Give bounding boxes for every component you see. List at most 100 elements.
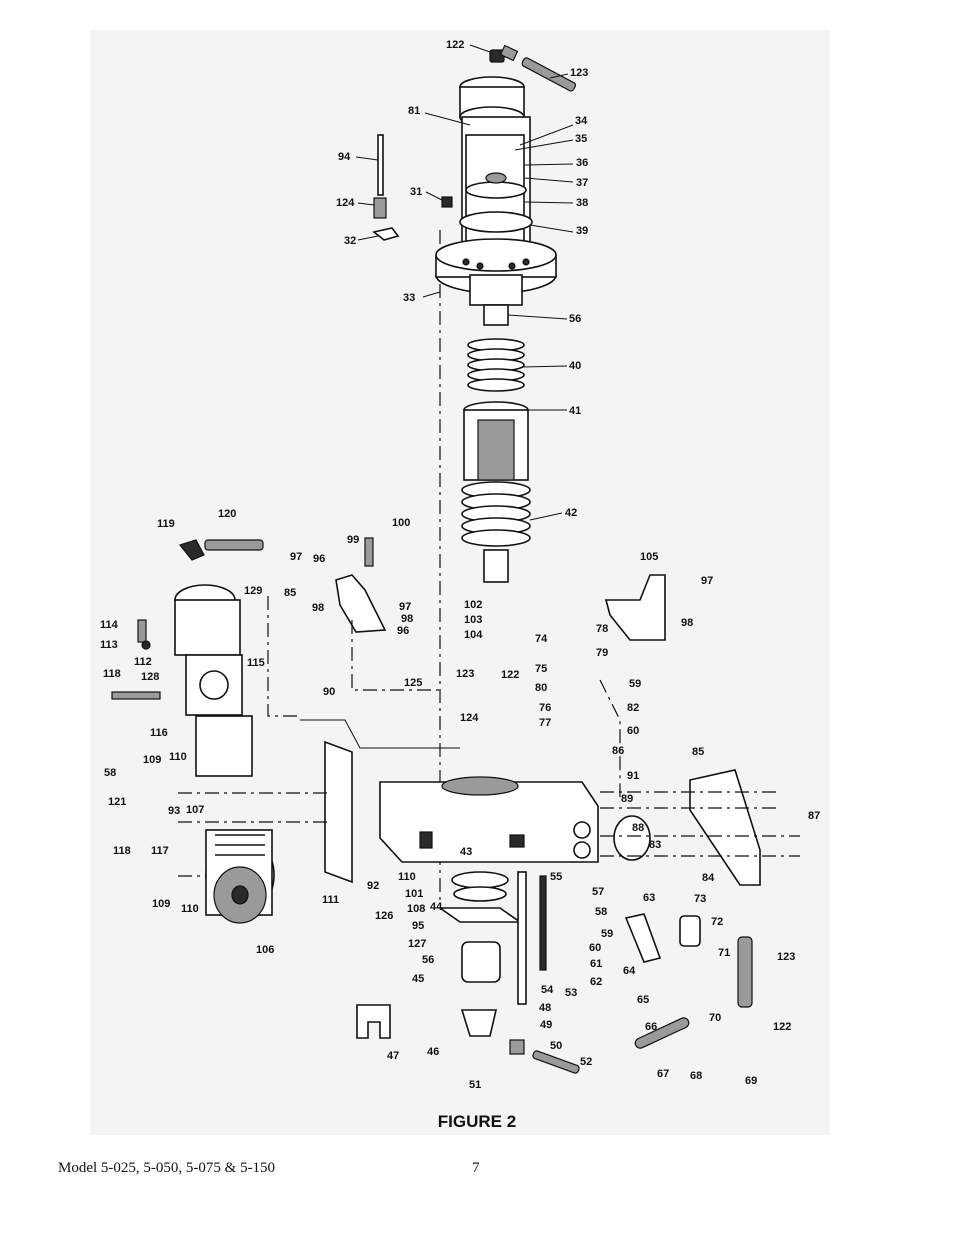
part-84-guard [689, 769, 761, 886]
callout-101: 101 [405, 888, 423, 900]
callout-119: 119 [157, 518, 175, 530]
callout-45: 45 [412, 973, 424, 985]
callout-118-b: 118 [113, 845, 131, 857]
callout-126: 126 [375, 910, 393, 922]
callout-58-a: 58 [104, 767, 116, 779]
callout-115: 115 [247, 657, 265, 669]
callout-81: 81 [408, 105, 420, 117]
callout-50: 50 [550, 1040, 562, 1052]
part-90-rod [300, 719, 460, 749]
callout-43: 43 [460, 846, 472, 858]
callout-122-top: 122 [446, 39, 464, 51]
callout-34: 34 [575, 115, 588, 127]
part-124-top-fitting [373, 197, 387, 219]
callout-38: 38 [576, 197, 588, 209]
callout-35: 35 [575, 133, 587, 145]
callout-40: 40 [569, 360, 581, 372]
callout-124-mid: 124 [460, 712, 479, 724]
part-44-bearing [453, 886, 507, 902]
callout-57: 57 [592, 886, 604, 898]
callout-60-b: 60 [589, 942, 601, 954]
callout-79: 79 [596, 647, 608, 659]
callout-124-top: 124 [336, 197, 355, 209]
callout-31: 31 [410, 186, 422, 198]
callout-89: 89 [621, 793, 633, 805]
part-83-knob [613, 815, 651, 861]
callout-102: 102 [464, 599, 482, 611]
part-108-ring [451, 871, 509, 889]
callout-68: 68 [690, 1070, 702, 1082]
callout-99: 99 [347, 534, 359, 546]
callout-49: 49 [540, 1019, 552, 1031]
callout-91: 91 [627, 770, 639, 782]
callout-46: 46 [427, 1046, 439, 1058]
callout-84: 84 [702, 872, 715, 884]
part-120-rod [204, 539, 264, 551]
footer-model-text: Model 5-025, 5-050, 5-075 & 5-150 [58, 1160, 276, 1176]
callout-97-c: 97 [399, 601, 411, 613]
part-72-knob [679, 915, 701, 947]
callout-85-b: 85 [692, 746, 704, 758]
callout-122-low: 122 [773, 1021, 791, 1033]
callout-97-a: 97 [290, 551, 302, 563]
callout-110-b: 110 [398, 871, 416, 883]
part-54-rack [539, 875, 547, 971]
callout-54: 54 [541, 984, 554, 996]
callout-106: 106 [256, 944, 274, 956]
part-123-top-rod [521, 57, 577, 92]
part-31-nut [441, 196, 453, 208]
callout-32: 32 [344, 235, 356, 247]
callout-52: 52 [580, 1056, 592, 1068]
callout-73: 73 [694, 893, 706, 905]
callout-128: 128 [141, 671, 159, 683]
part-64-screw [624, 913, 662, 963]
callout-111: 111 [322, 894, 339, 906]
callout-36: 36 [576, 157, 588, 169]
callout-100: 100 [392, 517, 410, 529]
callout-97-b: 97 [701, 575, 713, 587]
dashed-line-2 [351, 620, 440, 691]
callout-109-b: 109 [152, 898, 170, 910]
callout-62: 62 [590, 976, 602, 988]
callout-110-a: 110 [169, 751, 187, 763]
part-41-spring-housing [463, 401, 529, 481]
callout-125: 125 [404, 677, 422, 689]
part-113-washer [141, 640, 151, 650]
main-housing [379, 776, 599, 863]
callout-96-a: 96 [313, 553, 325, 565]
callout-33: 33 [403, 292, 415, 304]
callout-109-a: 109 [143, 754, 161, 766]
callout-56-low: 56 [422, 954, 434, 966]
figure-caption: FIGURE 2 [437, 1112, 517, 1131]
callout-112: 112 [134, 656, 152, 668]
callout-70: 70 [709, 1012, 721, 1024]
callout-58-b: 58 [595, 906, 607, 918]
callout-77: 77 [539, 717, 551, 729]
part-122-top-fitting [489, 44, 519, 63]
figure-panel [90, 30, 830, 1135]
callout-98-a: 98 [312, 602, 324, 614]
callout-59-a: 59 [629, 678, 641, 690]
callout-39: 39 [576, 225, 588, 237]
part-46-punch [460, 1009, 498, 1037]
part-50-block [509, 1039, 525, 1055]
callout-42: 42 [565, 507, 577, 519]
callout-108: 108 [407, 903, 425, 915]
callout-51: 51 [469, 1079, 481, 1091]
callout-67: 67 [657, 1068, 669, 1080]
part-52-handle [532, 1050, 580, 1074]
callout-114: 114 [100, 619, 119, 631]
callout-63: 63 [643, 892, 655, 904]
callout-120: 120 [218, 508, 236, 520]
part-100-bolt [364, 537, 374, 567]
dashed-line-1 [267, 596, 300, 717]
footer-page-number: 7 [472, 1160, 480, 1176]
callout-60-a: 60 [627, 725, 639, 737]
callout-64: 64 [623, 965, 636, 977]
callout-47: 47 [387, 1050, 399, 1062]
part-114-pin [137, 619, 147, 643]
callout-123-top: 123 [570, 67, 588, 79]
dashed-line-3 [599, 679, 621, 800]
